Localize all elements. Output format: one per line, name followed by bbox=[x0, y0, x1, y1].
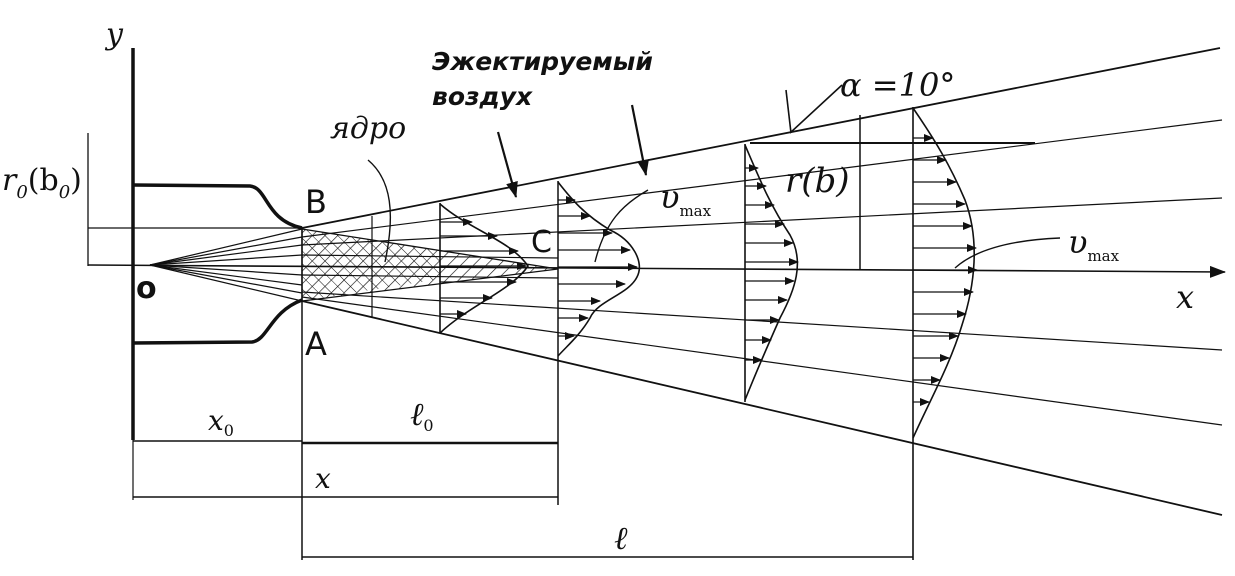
vmax-leader-1 bbox=[594, 189, 649, 263]
nozzle-lower-wall bbox=[132, 298, 303, 345]
jet-upper-boundary bbox=[301, 47, 1221, 229]
vmax-label-2: υmax bbox=[1068, 223, 1120, 265]
ejected-arrow-1 bbox=[496, 131, 518, 198]
alpha-mark bbox=[785, 89, 792, 134]
r0-b0-label: r0(b0) bbox=[2, 163, 82, 203]
x-axis-line bbox=[87, 264, 1226, 278]
point-a-label: A bbox=[305, 325, 327, 363]
vmax-label-1: υmax bbox=[660, 178, 712, 220]
svg-text:x0: x0 bbox=[208, 404, 234, 440]
svg-text:υmax: υmax bbox=[660, 178, 712, 220]
jet-rays bbox=[149, 228, 303, 302]
vmax-leader-2 bbox=[954, 237, 1061, 269]
jet-lower-boundary bbox=[301, 300, 1223, 516]
core-label: ядро bbox=[330, 111, 406, 146]
alpha-label: 𝛼 =10° bbox=[840, 66, 955, 104]
profile-c-arrows bbox=[558, 196, 638, 340]
r-b-label: r(b) bbox=[785, 161, 850, 201]
point-b-label: B bbox=[305, 183, 327, 221]
x-dim-label: x bbox=[315, 462, 331, 495]
x0-label: x0 bbox=[208, 404, 234, 440]
profile-1-arrows bbox=[440, 218, 527, 318]
svg-text:ℓ0: ℓ0 bbox=[410, 395, 434, 435]
velocity-profile-4 bbox=[912, 107, 976, 439]
jet-inner-rays bbox=[301, 119, 1223, 426]
ejected-air-label-2: воздух bbox=[432, 82, 533, 111]
alpha-leader bbox=[789, 84, 843, 134]
point-c-label: C bbox=[531, 225, 552, 260]
ejected-air-label-1: Эжектируемый bbox=[432, 47, 653, 76]
core-leader bbox=[367, 159, 392, 263]
y-axis-label: y bbox=[104, 17, 124, 52]
svg-text:υmax: υmax bbox=[1068, 223, 1120, 265]
jet-core-crosshatch bbox=[302, 229, 440, 301]
svg-text:r0(b0): r0(b0) bbox=[2, 163, 82, 203]
l0-label: ℓ0 bbox=[410, 395, 434, 435]
nozzle-upper-wall bbox=[132, 183, 303, 230]
l-dim-label: ℓ bbox=[614, 519, 628, 557]
x-axis-label: x bbox=[1176, 278, 1194, 316]
ejected-arrow-2 bbox=[630, 104, 649, 176]
origin-label: o bbox=[136, 271, 157, 306]
profile-3-arrows bbox=[745, 164, 799, 364]
profile-4-arrows bbox=[913, 134, 978, 406]
